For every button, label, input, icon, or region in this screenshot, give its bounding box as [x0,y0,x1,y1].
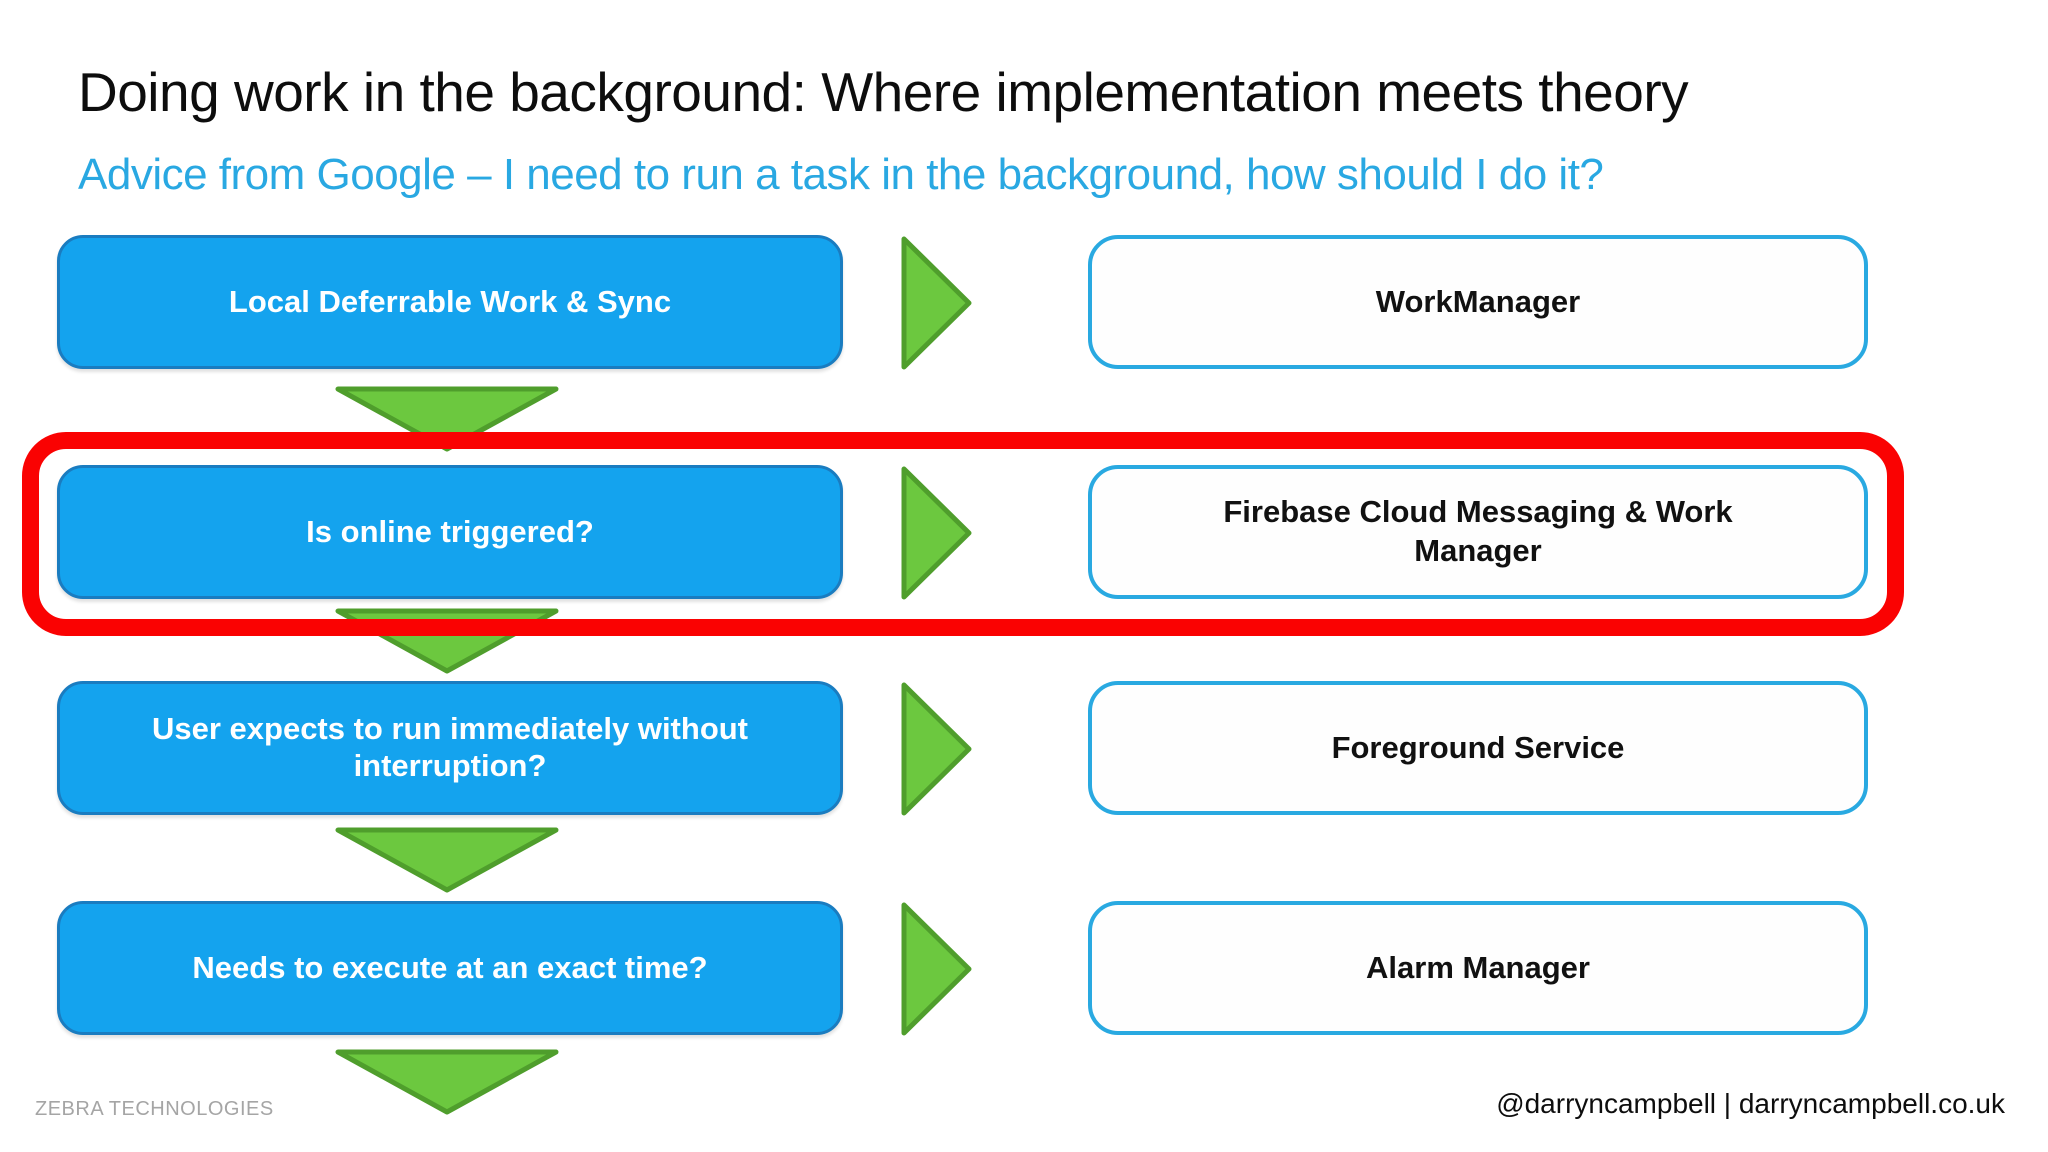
answer-box-workmanager: WorkManager [1088,235,1868,369]
arrow-down-icon [335,1049,559,1115]
arrow-right-icon [901,236,972,370]
arrow-right-icon [901,902,972,1036]
question-box-is-online-triggered: Is online triggered? [57,465,843,599]
arrow-down-icon [335,608,559,674]
question-box-local-deferrable-work: Local Deferrable Work & Sync [57,235,843,369]
arrow-down-icon [335,386,559,452]
answer-box-firebase-cloud-messaging: Firebase Cloud Messaging & Work Manager [1088,465,1868,599]
arrow-right-icon [901,466,972,600]
arrow-right-icon [901,682,972,816]
slide-subtitle: Advice from Google – I need to run a tas… [78,150,1604,199]
answer-box-foreground-service: Foreground Service [1088,681,1868,815]
slide-title: Doing work in the background: Where impl… [78,61,1689,123]
question-box-run-immediately: User expects to run immediately without … [57,681,843,815]
author-credit: @darryncampbell | darryncampbell.co.uk [1496,1088,2005,1119]
arrow-down-icon [335,827,559,893]
question-box-exact-time: Needs to execute at an exact time? [57,901,843,1035]
answer-box-alarm-manager: Alarm Manager [1088,901,1868,1035]
company-label: ZEBRA TECHNOLOGIES [35,1098,274,1120]
